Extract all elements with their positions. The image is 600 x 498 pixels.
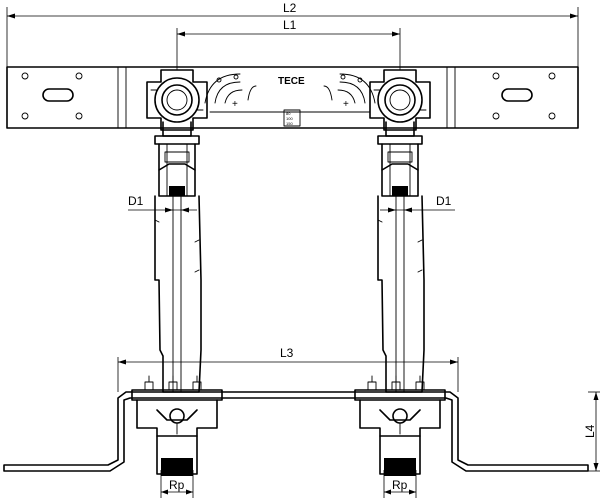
brand-logo: TECE bbox=[278, 76, 305, 87]
label-l3: L3 bbox=[280, 346, 294, 360]
front-view: + + TECE 80 100 150 bbox=[6, 66, 579, 393]
label-d1-left: D1 bbox=[128, 194, 144, 208]
mounting-slot-right bbox=[501, 88, 533, 102]
dimension-l2: L2 bbox=[6, 1, 579, 67]
scale-mark-100: 100 bbox=[286, 116, 293, 121]
label-rp-right: Rp bbox=[392, 478, 408, 492]
scale-mark-150: 150 bbox=[286, 121, 293, 126]
dimension-d1-right: D1 bbox=[380, 194, 455, 213]
dimension-l3: L3 bbox=[117, 346, 459, 392]
dimension-d1-left: D1 bbox=[128, 194, 197, 213]
dimension-rp-left: Rp bbox=[160, 470, 194, 498]
svg-text:+: + bbox=[232, 99, 238, 110]
label-d1-right: D1 bbox=[436, 194, 452, 208]
side-bracket bbox=[3, 391, 589, 472]
wall-fitting-right bbox=[369, 69, 431, 393]
side-view bbox=[3, 375, 589, 477]
mounting-slot-left bbox=[42, 88, 74, 102]
label-l1: L1 bbox=[283, 18, 297, 32]
wall-fitting-left bbox=[146, 69, 208, 393]
label-l2: L2 bbox=[283, 1, 297, 15]
mounting-rail bbox=[6, 66, 579, 129]
dimension-l4: L4 bbox=[583, 391, 600, 472]
center-plate-markings: + + TECE 80 100 150 bbox=[204, 73, 376, 127]
side-fitting-left bbox=[131, 375, 223, 477]
label-rp-left: Rp bbox=[169, 478, 185, 492]
svg-text:+: + bbox=[343, 99, 349, 110]
side-fitting-right bbox=[354, 375, 446, 477]
dimension-rp-right: Rp bbox=[383, 470, 417, 498]
label-l4: L4 bbox=[583, 424, 597, 438]
scale-mark-80: 80 bbox=[286, 111, 291, 116]
dimension-l1: L1 bbox=[176, 18, 401, 70]
